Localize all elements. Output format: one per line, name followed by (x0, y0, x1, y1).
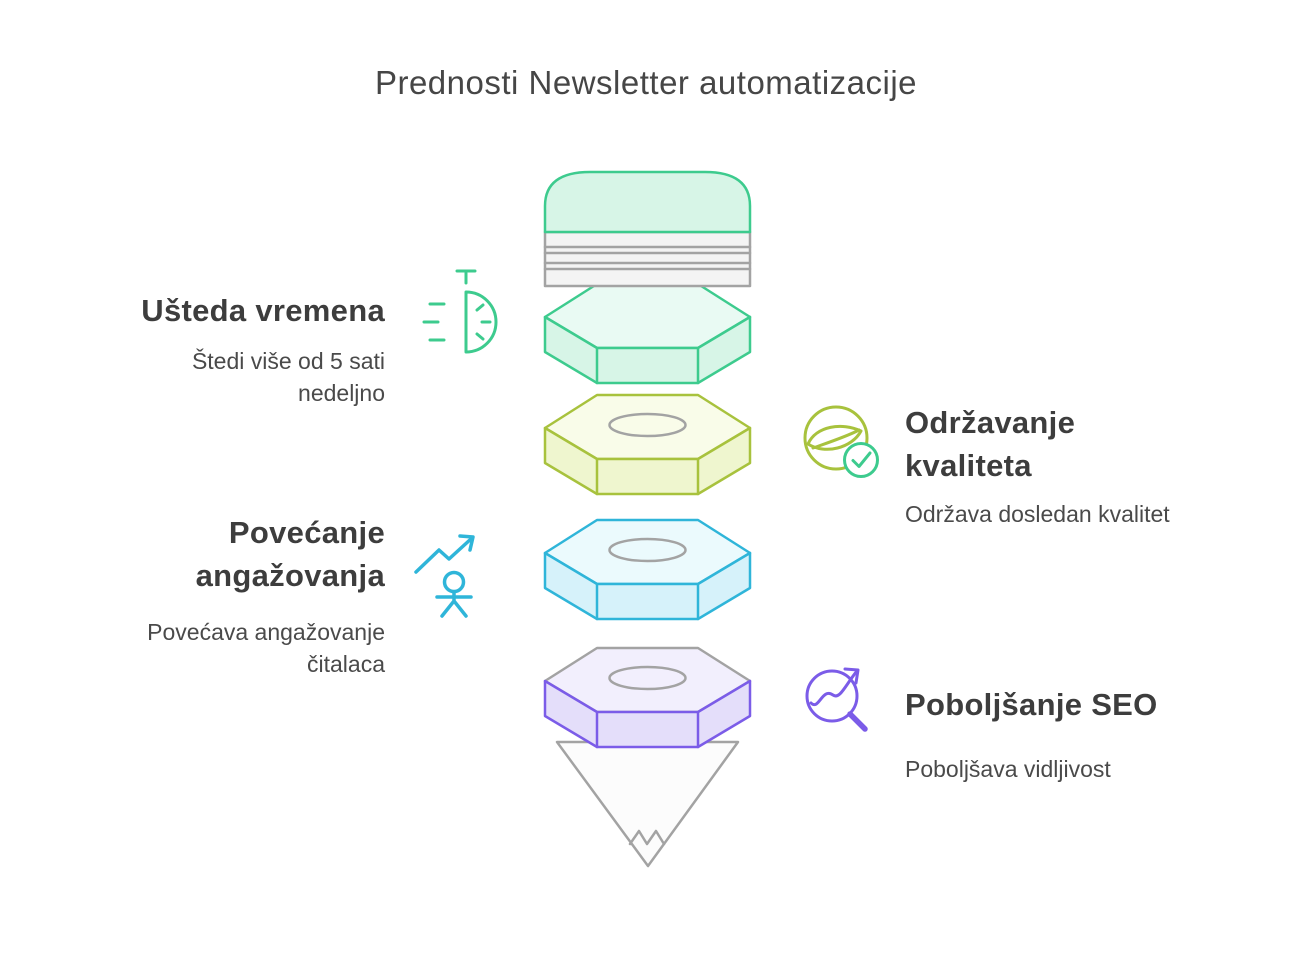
leaf-check-icon (803, 405, 879, 478)
nut-hole (608, 665, 687, 691)
funnel-segment-seo (543, 646, 752, 749)
funnel-segment-quality (543, 393, 752, 496)
pencil-tip-cone (555, 740, 740, 868)
funnel-segment-time (543, 282, 752, 385)
benefit-quality-heading: Održavanje kvaliteta (905, 405, 1076, 483)
benefit-seo-subtitle: Poboljšava vidljivost (905, 755, 1111, 782)
benefit-time-subtitle: Štedi više od 5 sati nedeljno (191, 347, 385, 407)
nut-hole (608, 412, 687, 438)
benefit-seo-heading: Poboljšanje SEO (905, 687, 1158, 722)
benefit-engagement-subtitle: Povećava angažovanje čitalaca (147, 618, 385, 678)
pencil-cap-dome (543, 170, 752, 234)
benefit-quality: Održavanje kvaliteta Održava dosledan kv… (905, 402, 1292, 530)
benefit-engagement: Povećanje angažovanja Povećava angažovan… (55, 512, 385, 681)
page-title: Prednosti Newsletter automatizacije (374, 64, 918, 101)
benefit-time: Ušteda vremena Štedi više od 5 sati nede… (55, 290, 385, 410)
magnifier-trend-icon (805, 667, 868, 732)
pencil-ferrule (543, 230, 752, 288)
benefit-quality-subtitle: Održava dosledan kvalitet (905, 500, 1170, 527)
nut-hole (608, 537, 687, 563)
growth-person-icon (414, 534, 475, 618)
benefit-engagement-heading: Povećanje angažovanja (195, 515, 385, 593)
benefit-time-heading: Ušteda vremena (141, 293, 385, 328)
checkmark-badge (843, 442, 879, 478)
benefit-seo: Poboljšanje SEO Poboljšava vidljivost (905, 684, 1292, 785)
stopwatch-icon (422, 269, 498, 354)
funnel-segment-engagement (543, 518, 752, 621)
